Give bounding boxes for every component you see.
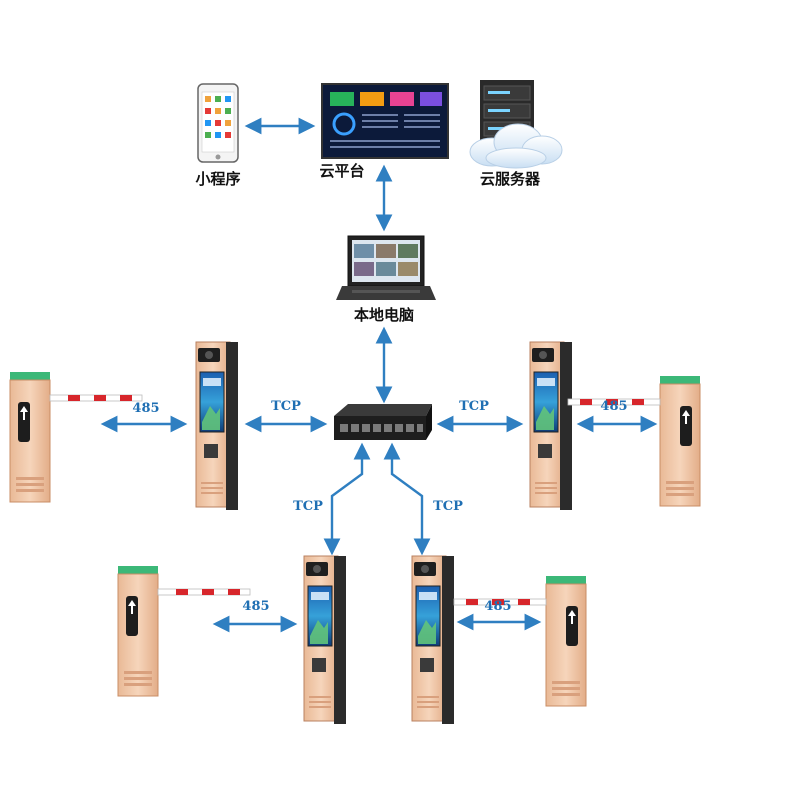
rs485-label-left: 485: [132, 401, 159, 416]
barrier-gate-icon: [9, 371, 143, 503]
tcp-label-right: TCP: [459, 399, 489, 414]
camera-terminal-icon: [303, 555, 347, 725]
link-switch-bottom-right: [383, 442, 431, 556]
server-cloud-icon: [469, 80, 563, 169]
cloud-server-label: 云服务器: [480, 170, 541, 188]
link-switch-bottom-left: [323, 442, 371, 556]
phone-icon: [197, 83, 239, 163]
barrier-gate-icon: [117, 565, 251, 697]
camera-terminal-icon: [195, 341, 239, 511]
rs485-label-bottom-right: 485: [484, 599, 511, 614]
local-pc-label: 本地电脑: [354, 306, 414, 324]
mini-program-label: 小程序: [195, 170, 240, 188]
rs485-label-bottom-left: 485: [242, 599, 269, 614]
cloud-platform-label: 云平台: [319, 162, 364, 180]
tcp-label-left: TCP: [271, 399, 301, 414]
camera-terminal-icon: [529, 341, 573, 511]
dashboard-screen-icon: [321, 83, 449, 159]
tcp-label-bottom-right: TCP: [433, 499, 463, 514]
rs485-label-right: 485: [600, 399, 627, 414]
tcp-label-bottom-left: TCP: [293, 499, 323, 514]
laptop-icon: [336, 235, 436, 300]
barrier-gate-icon: [453, 575, 587, 707]
barrier-gate-icon: [567, 375, 701, 507]
camera-terminal-icon: [411, 555, 455, 725]
network-switch-icon: [334, 404, 432, 440]
